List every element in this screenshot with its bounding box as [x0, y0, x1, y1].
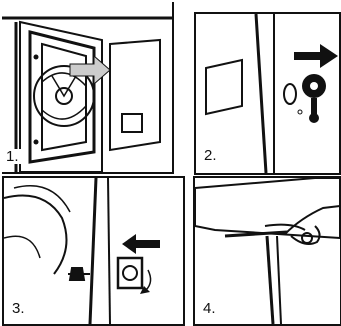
step-2-arrow	[294, 44, 338, 68]
step-1-drawing	[2, 2, 172, 172]
screw	[34, 55, 39, 60]
step-1-label: 1.	[4, 149, 21, 164]
arm	[285, 206, 340, 234]
step-2-panel: 2.	[194, 12, 341, 175]
step-4-label: 4.	[201, 301, 218, 316]
step-4-panel: 4.	[193, 176, 341, 326]
rotate-arrow	[146, 270, 151, 290]
step-3-arrow	[122, 234, 160, 254]
step-1-panel: 1.	[2, 2, 174, 174]
door-frame	[20, 22, 102, 172]
removed-cover-panel	[110, 40, 160, 150]
drum-edge	[4, 196, 67, 275]
lock-knob	[284, 84, 296, 104]
step-3-drawing	[4, 178, 183, 324]
step-2-label: 2.	[202, 148, 219, 163]
step-3-label: 3.	[10, 301, 27, 316]
screwdriver	[225, 232, 287, 236]
step-3-panel: 3.	[2, 176, 185, 326]
key-icon	[298, 74, 326, 123]
lock-block	[118, 258, 142, 288]
